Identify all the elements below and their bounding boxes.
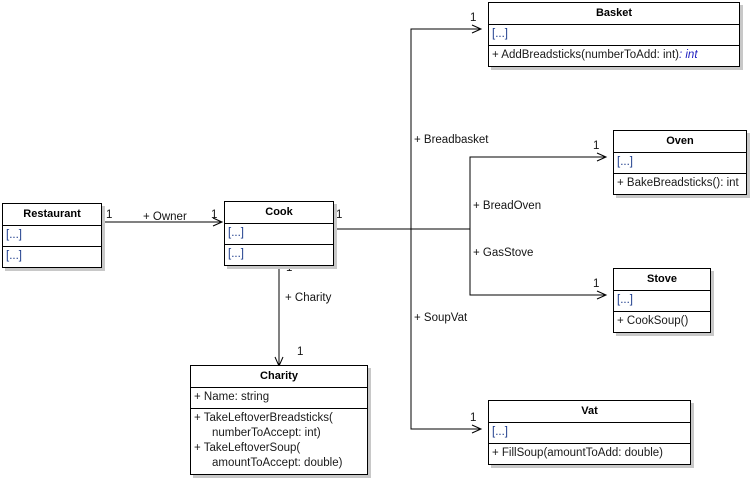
multiplicity-basket-target: 1: [470, 12, 477, 24]
class-box-restaurant[interactable]: Restaurant [...] [...]: [2, 203, 102, 268]
class-title-oven: Oven: [666, 135, 694, 147]
method-return-type-addbreadsticks: : int: [678, 49, 698, 61]
class-title-vat: Vat: [581, 405, 598, 417]
multiplicity-cook-charity-source: 1: [286, 262, 293, 274]
class-attributes-oven: [...]: [614, 152, 746, 173]
class-methods-stove: + CookSoup(): [614, 311, 710, 332]
class-box-vat[interactable]: Vat [...] + FillSoup(amountToAdd: double…: [488, 400, 691, 465]
multiplicity-vat-target: 1: [470, 412, 477, 424]
association-gasstove: [469, 229, 608, 300]
multiplicity-cook-breadbasket-source: 1: [336, 209, 343, 221]
association-label-soupvat: + SoupVat: [414, 312, 468, 324]
class-box-stove[interactable]: Stove [...] + CookSoup(): [613, 268, 711, 333]
class-box-oven[interactable]: Oven [...] + BakeBreadsticks(): int: [613, 130, 747, 195]
multiplicity-cook-owner-target: 1: [211, 209, 218, 221]
method-signature-addbreadsticks: + AddBreadsticks(numberToAdd: int): [492, 49, 679, 61]
class-title-charity: Charity: [260, 370, 298, 382]
association-label-gasstove: + GasStove: [473, 247, 534, 259]
class-methods-vat: + FillSoup(amountToAdd: double): [489, 443, 690, 464]
method-line-takeleftoversoup-2: amountToAccept: double): [212, 457, 343, 469]
association-breadbasket: [410, 24, 483, 229]
class-attributes-vat: [...]: [489, 422, 690, 443]
class-title-stove: Stove: [647, 273, 677, 285]
class-methods-oven: + BakeBreadsticks(): int: [614, 173, 746, 194]
class-box-cook[interactable]: Cook [...] [...]: [224, 201, 334, 266]
class-attributes-cook: [...]: [225, 223, 333, 244]
class-methods-restaurant: [...]: [3, 246, 101, 267]
association-label-breadbasket: + Breadbasket: [414, 134, 489, 146]
method-line-takeleftoverbreadsticks-1: + TakeLeftoverBreadsticks(: [194, 412, 333, 424]
class-title-cook: Cook: [265, 206, 293, 218]
association-breadoven: [469, 152, 608, 229]
class-methods-charity: + TakeLeftoverBreadsticks( numberToAccept…: [191, 408, 367, 474]
class-attributes-stove: [...]: [614, 290, 710, 311]
class-attributes-charity: + Name: string: [191, 387, 367, 408]
method-line-takeleftoversoup-1: + TakeLeftoverSoup(: [194, 442, 301, 454]
class-title-restaurant: Restaurant: [23, 208, 81, 220]
class-methods-cook: [...]: [225, 244, 333, 265]
class-methods-basket: + AddBreadsticks(numberToAdd: int): int: [489, 45, 739, 66]
association-label-owner: + Owner: [143, 211, 187, 223]
method-line-takeleftoverbreadsticks-2: numberToAccept: int): [212, 427, 321, 439]
class-attributes-restaurant: [...]: [3, 225, 101, 246]
association-soupvat: [410, 229, 483, 434]
multiplicity-stove-target: 1: [593, 278, 600, 290]
multiplicity-oven-target: 1: [593, 140, 600, 152]
class-attributes-basket: [...]: [489, 24, 739, 45]
association-label-breadoven: + BreadOven: [473, 200, 542, 212]
association-label-charity: + Charity: [285, 292, 332, 304]
multiplicity-restaurant-owner-source: 1: [106, 209, 113, 221]
class-title-basket: Basket: [595, 7, 633, 19]
class-box-basket[interactable]: Basket [...] + AddBreadsticks(numberToAd…: [488, 2, 740, 67]
class-box-charity[interactable]: Charity + Name: string + TakeLeftoverBre…: [190, 365, 368, 475]
multiplicity-charity-target: 1: [297, 346, 304, 358]
